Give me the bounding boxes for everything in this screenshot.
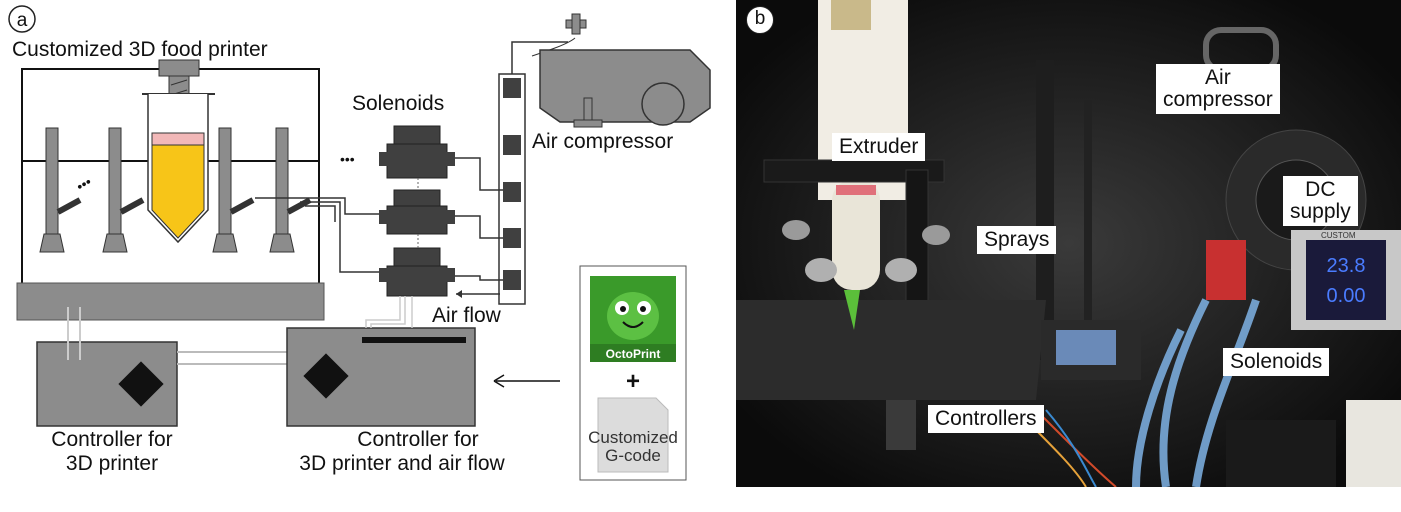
photo-svg: 23.8 0.00 CUSTOM — [736, 0, 1401, 487]
solenoids-label: Solenoids — [352, 92, 444, 115]
label-dc-supply: DC supply — [1283, 176, 1358, 227]
svg-text:a: a — [17, 10, 28, 31]
octoprint-logo: OctoPrint — [590, 276, 676, 362]
photo-solenoids — [1226, 420, 1336, 487]
spray-rod-right-1 — [212, 127, 255, 253]
manifold-ports — [503, 78, 521, 290]
plus-sign: + — [626, 368, 640, 395]
photo-extruder-nozzle — [832, 180, 880, 290]
svg-text:0.00: 0.00 — [1327, 285, 1366, 307]
schematic-panel: a Customized 3D food printer ••• — [8, 5, 711, 481]
label-sprays: Sprays — [977, 226, 1057, 255]
svg-text:23.8: 23.8 — [1327, 255, 1366, 277]
gcode-line1: Customized — [588, 428, 678, 447]
photo-dc-supply: 23.8 0.00 CUSTOM — [1291, 230, 1401, 330]
gcode-file-icon — [597, 397, 669, 473]
panel-a-badge: a — [8, 5, 36, 33]
label-controllers: Controllers — [928, 405, 1044, 434]
spray-tubes — [255, 197, 380, 273]
syringe-extruder — [142, 59, 215, 244]
ellipsis-solenoids: ••• — [340, 151, 355, 167]
label-solenoids: Solenoids — [1223, 348, 1330, 377]
spray-rod-left-2 — [102, 127, 145, 253]
photo-tubes — [1132, 298, 1260, 487]
photo-panel: 23.8 0.00 CUSTOM — [736, 0, 1401, 487]
solenoid-2 — [379, 189, 455, 235]
svg-text:OctoPrint: OctoPrint — [606, 347, 661, 361]
spray-rod-left-1 — [39, 127, 82, 253]
controller-right-line2: 3D printer and air flow — [299, 452, 505, 475]
solenoid-3 — [379, 247, 455, 297]
controller-3d-printer — [36, 307, 178, 427]
panel-b-badge: b — [746, 6, 774, 34]
label-air-compressor: Air compressor — [1156, 64, 1280, 115]
printer-base — [16, 282, 325, 321]
controller-left-line2: 3D printer — [66, 452, 158, 475]
controller-3d-printer-air-flow — [286, 296, 476, 427]
air-compressor — [511, 13, 711, 128]
printer-title: Customized 3D food printer — [12, 38, 268, 61]
svg-text:CUSTOM: CUSTOM — [1321, 231, 1356, 240]
schematic-svg: a Customized 3D food printer ••• — [8, 5, 711, 481]
gcode-line2: G-code — [605, 446, 661, 465]
manifold-lines — [455, 157, 503, 281]
photo-print-bed — [736, 300, 1046, 400]
label-extruder: Extruder — [832, 133, 926, 162]
controller-left-line1: Controller for — [51, 428, 172, 451]
ellipsis-rods: ••• — [74, 173, 95, 194]
solenoid-1 — [379, 125, 455, 179]
air-flow-label: Air flow — [432, 304, 502, 327]
air-compressor-label: Air compressor — [532, 130, 673, 153]
controller-right-line1: Controller for — [357, 428, 478, 451]
